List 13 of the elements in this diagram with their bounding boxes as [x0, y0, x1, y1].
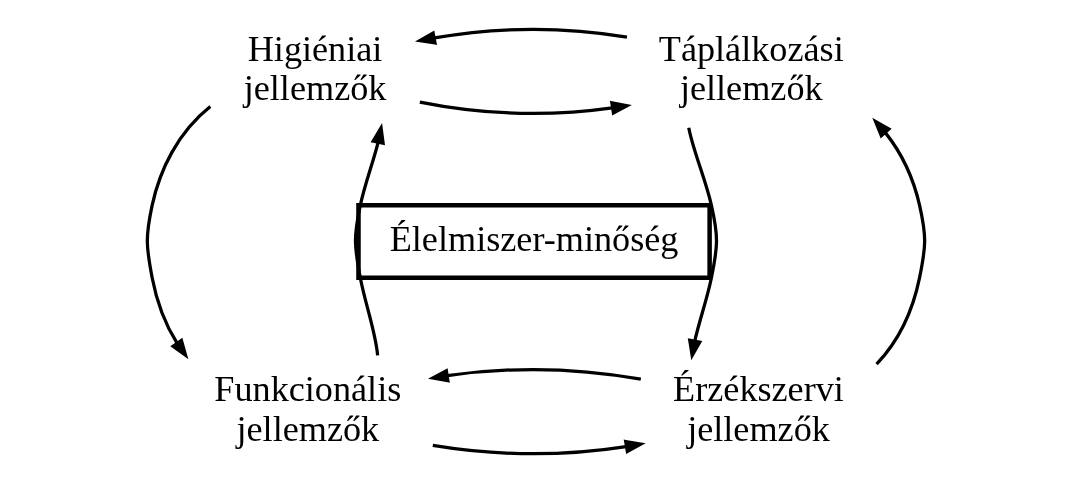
arrow	[872, 117, 927, 366]
node-text: Érzékszervi jellemzők	[673, 368, 844, 449]
arrow	[427, 367, 642, 383]
node-text: Higiéniai jellemzők	[243, 28, 387, 109]
arrow	[687, 127, 719, 361]
arrow	[432, 439, 646, 456]
node-text: Funkcionális jellemzők	[214, 368, 402, 449]
arrow	[419, 100, 632, 116]
arrow	[145, 105, 212, 360]
arrow	[353, 123, 385, 356]
node-box: Élelmiszer-minőség	[356, 203, 712, 280]
node-text: Táplálkozási jellemzők	[658, 28, 844, 109]
arrow	[414, 27, 628, 45]
